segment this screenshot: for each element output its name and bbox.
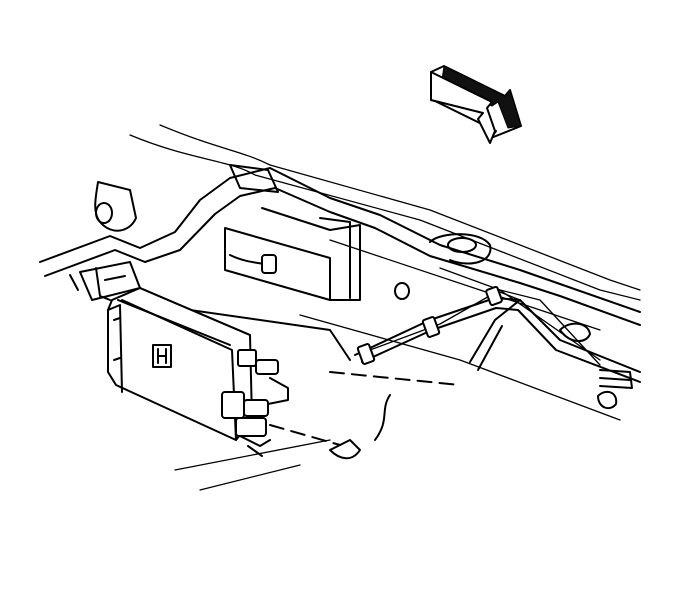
forward-arrow-icon [430, 65, 522, 144]
evap-canister-icon [69, 261, 289, 457]
vehicle-frame-icon [39, 124, 641, 491]
